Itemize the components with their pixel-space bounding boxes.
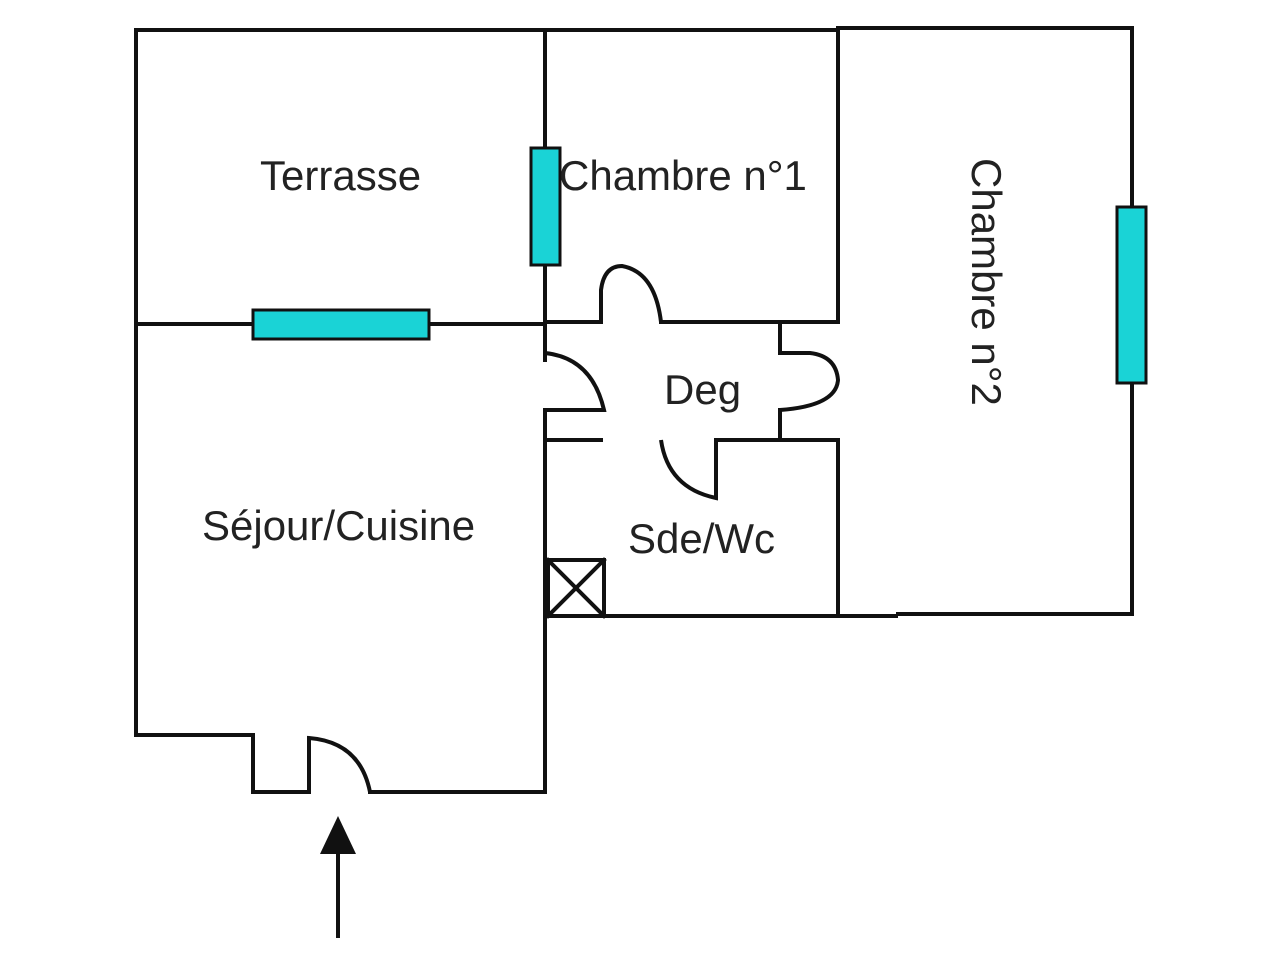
room-label-sejour: Séjour/Cuisine <box>202 502 475 549</box>
windows <box>251 146 1148 385</box>
crossed-square-icon <box>545 557 607 619</box>
door-chambre2 <box>779 351 841 412</box>
window-terrasse-sejour <box>251 308 431 341</box>
wall-bottom <box>368 614 840 794</box>
room-label-sde: Sde/Wc <box>628 515 775 562</box>
room-label-deg: Deg <box>664 366 741 413</box>
door-sejour <box>544 351 607 412</box>
room-label-terrasse: Terrasse <box>260 152 421 199</box>
wall-left <box>134 28 311 794</box>
door-entrance <box>307 735 372 793</box>
doors <box>307 263 841 793</box>
room-label-chambre1: Chambre n°1 <box>559 152 807 199</box>
window-chambre2 <box>1115 205 1148 385</box>
room-label-chambre2: Chambre n°2 <box>963 158 1010 406</box>
wall-top <box>134 26 1134 616</box>
walls <box>134 26 1134 794</box>
door-sde <box>659 439 718 501</box>
door-chambre1 <box>599 263 663 323</box>
arrow-up-icon <box>320 816 356 938</box>
window-terrasse-chambre1 <box>529 146 562 267</box>
